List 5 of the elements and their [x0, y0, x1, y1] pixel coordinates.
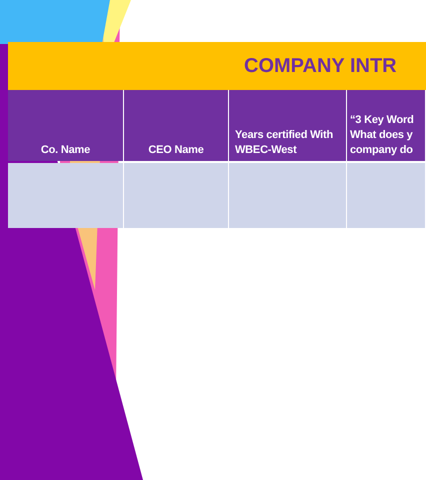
- slide-title: COMPANY INTR: [244, 54, 397, 79]
- table-header-cell: Co. Name: [8, 90, 124, 161]
- table-header-cell: Years certified With WBEC-West: [229, 90, 347, 161]
- table-header-cell: CEO Name: [124, 90, 229, 161]
- table-header-cell: “3 Key Word What does y company do: [347, 90, 426, 161]
